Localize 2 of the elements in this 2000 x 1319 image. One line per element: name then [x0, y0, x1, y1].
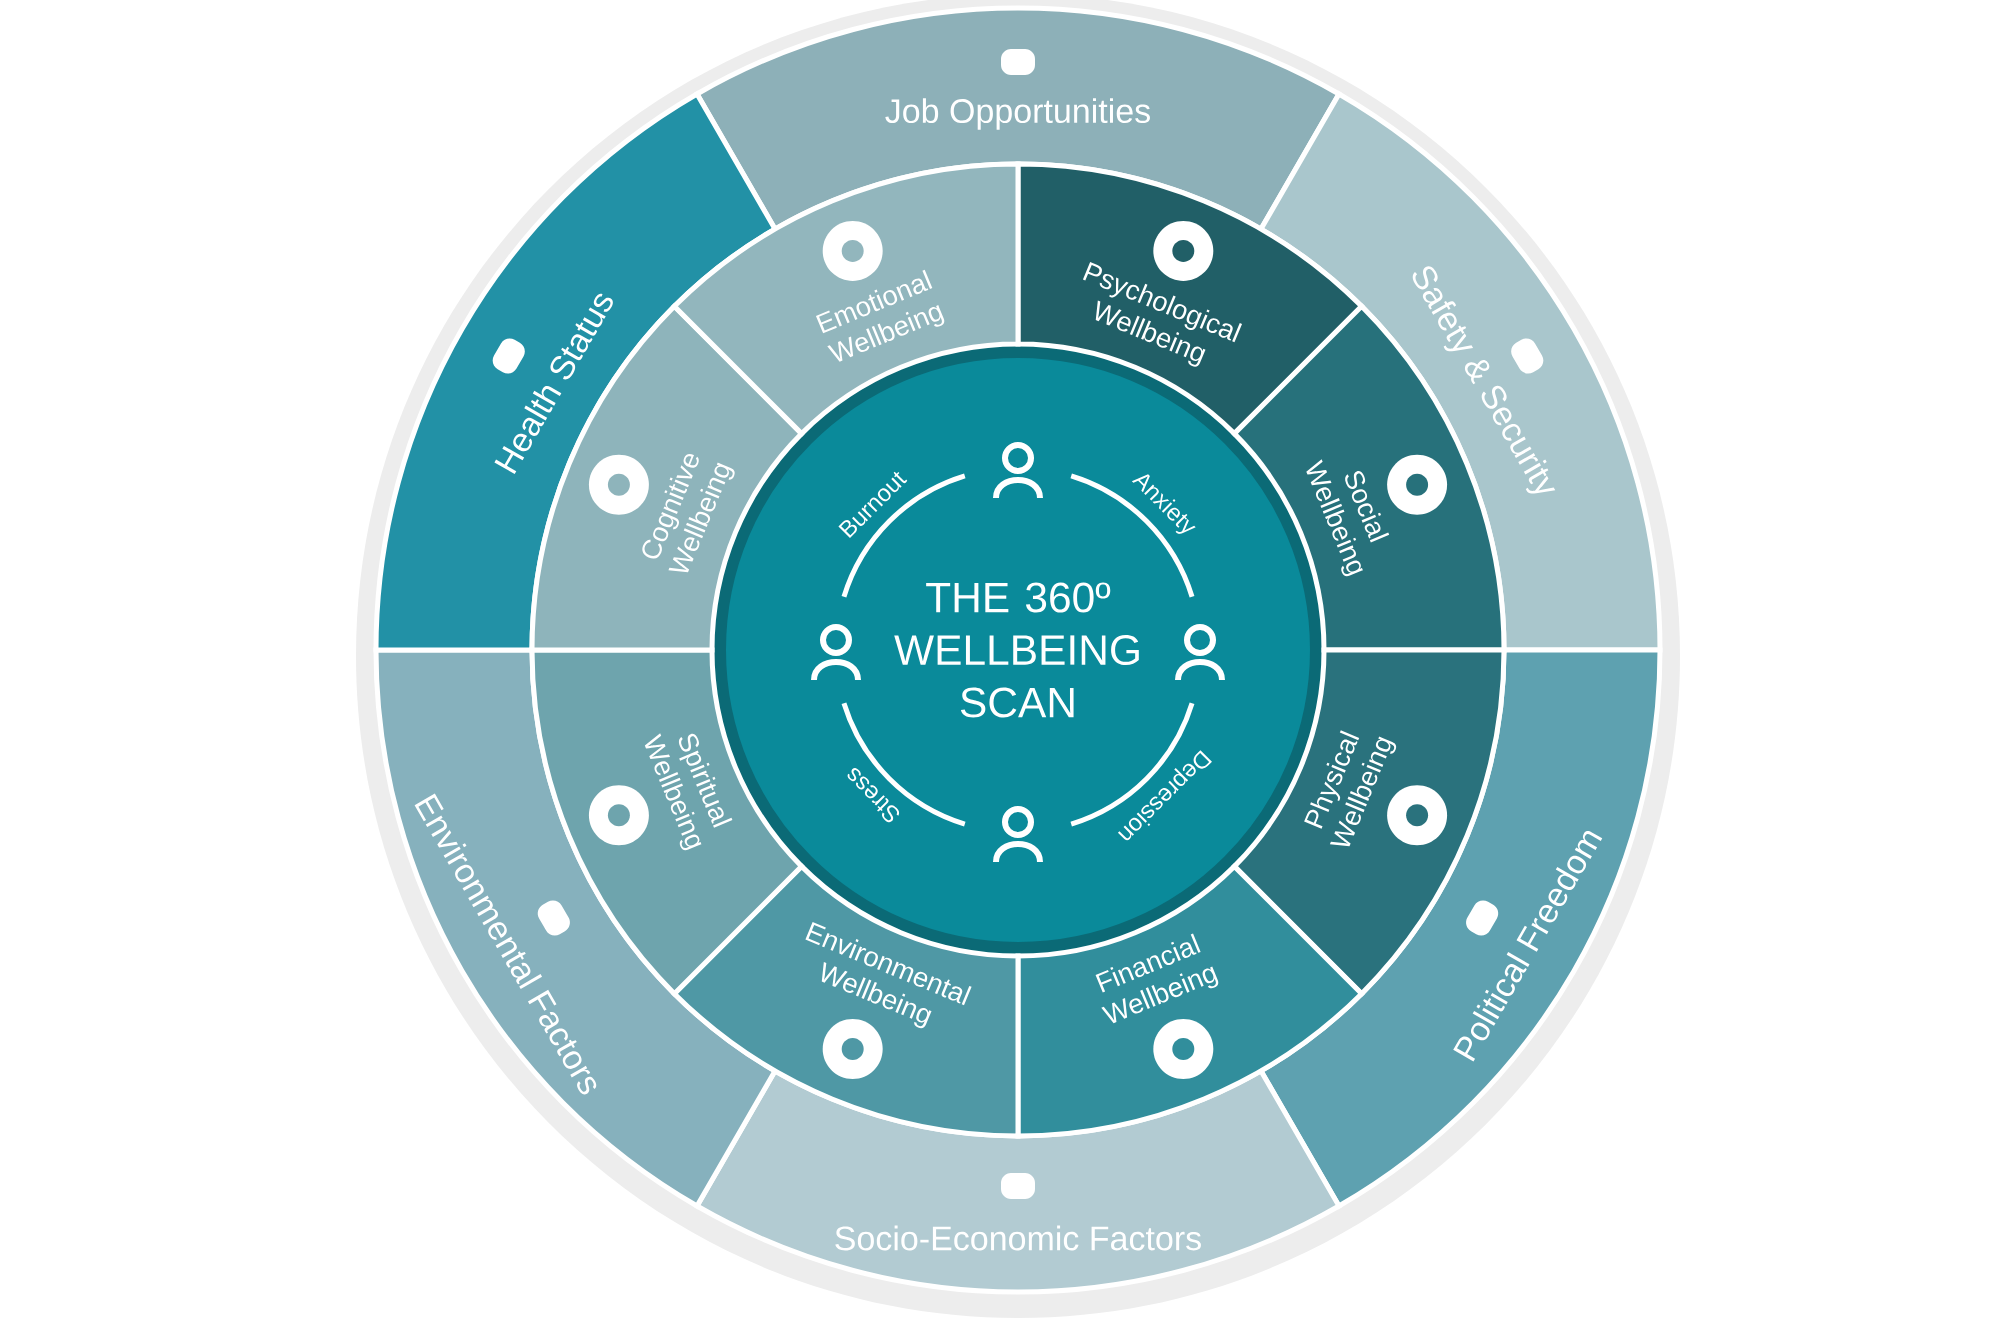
ring-segment: Job Opportunities — [694, 5, 1342, 232]
ring-segment: Socio-Economic Factors — [694, 1068, 1342, 1295]
